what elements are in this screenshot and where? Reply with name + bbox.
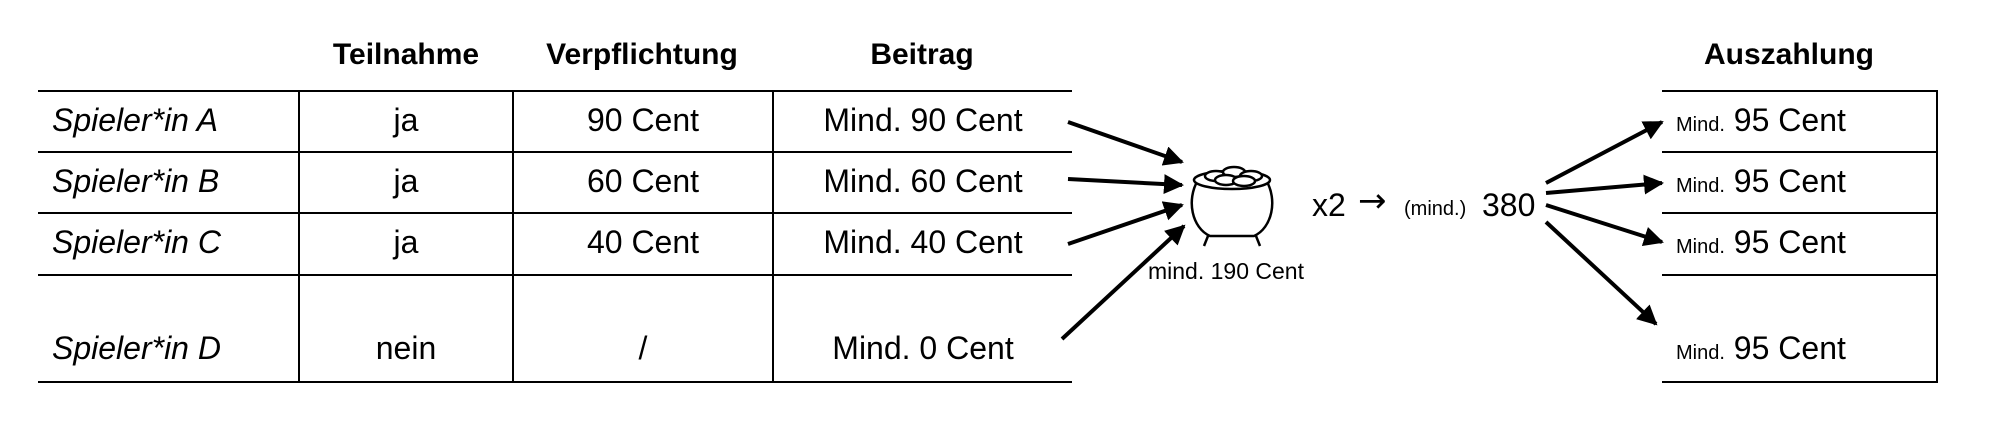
verpflichtung-value: 60 Cent [586,163,700,199]
teilnahme-value: ja [393,163,419,199]
header-verpflichtung: Verpflichtung [546,38,738,71]
payout-value: Mind. 95 Cent [1676,163,1846,200]
table-rule [38,151,1072,153]
payout-prefix: Mind. [1676,175,1725,197]
beitrag-value: Mind. 40 Cent [823,224,1023,260]
payout-rule [1662,151,1938,153]
payout-value: Mind. 95 Cent [1676,224,1846,261]
pot-label: mind. 190 Cent [1148,258,1304,284]
contribution-arrow-b [1067,174,1184,195]
multiplier-text: x2 [1312,187,1346,223]
verpflichtung-value: 40 Cent [586,224,700,260]
header-teilnahme: Teilnahme [332,38,480,71]
payout-amount: 95 Cent [1733,330,1846,366]
verpflichtung-value: 90 Cent [586,102,700,138]
multiplier-value: 380 [1482,187,1536,223]
payout-rule [1662,274,1938,276]
payout-prefix: Mind. [1676,342,1725,364]
beitrag-value: Mind. 60 Cent [823,163,1023,199]
payout-arrow-c [1545,203,1664,247]
payout-arrow-a [1545,120,1664,185]
verpflichtung-value: / [638,330,648,366]
payout-prefix: Mind. [1676,114,1725,136]
payout-arrow-d [1544,220,1658,326]
payout-rule [1662,90,1938,92]
payout-arrow-b [1545,174,1664,195]
contribution-arrow-a [1067,120,1184,166]
player-name: Spieler*in C [52,224,221,260]
header-auszahlung: Auszahlung [1704,38,1874,71]
table-rule [38,381,1072,383]
header-beitrag: Beitrag [870,38,974,71]
payout-prefix: Mind. [1676,236,1725,258]
table-rule [38,274,1072,276]
table-column-divider [772,90,774,383]
teilnahme-value: nein [375,330,437,366]
table-column-divider [298,90,300,383]
right-arrow-icon: → [1358,181,1387,221]
payout-amount: 95 Cent [1733,163,1846,199]
payout-amount: 95 Cent [1733,224,1846,260]
player-name: Spieler*in A [52,102,219,138]
contribution-arrow-d [1060,224,1186,341]
beitrag-value: Mind. 0 Cent [832,330,1014,366]
teilnahme-value: ja [393,102,419,138]
payout-rule [1662,212,1938,214]
payout-value: Mind. 95 Cent [1676,102,1846,139]
beitrag-value: Mind. 90 Cent [823,102,1023,138]
table-rule [38,212,1072,214]
table-rule [38,90,1072,92]
pot-of-coins-icon [1190,165,1274,247]
teilnahme-value: ja [393,224,419,260]
multiplier-prefix: (mind.) [1404,198,1467,220]
player-name: Spieler*in D [52,330,221,366]
contribution-arrow-c [1067,201,1184,246]
table-column-divider [512,90,514,383]
payout-value: Mind. 95 Cent [1676,330,1846,367]
payout-amount: 95 Cent [1733,102,1846,138]
player-name: Spieler*in B [52,163,220,199]
payout-rule [1662,381,1938,383]
payout-border [1936,90,1938,383]
